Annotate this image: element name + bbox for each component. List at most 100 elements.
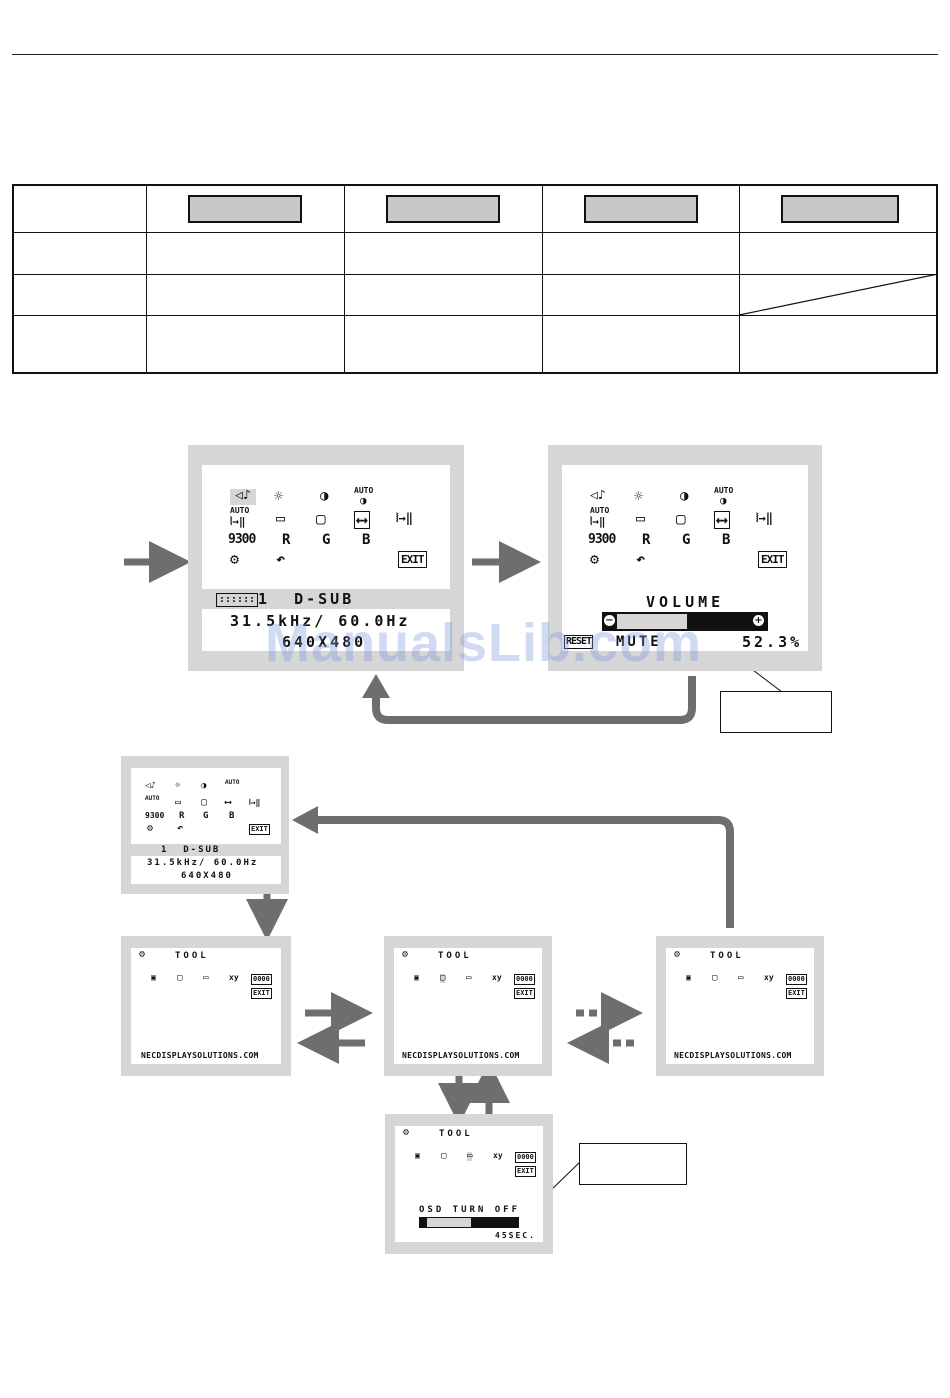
- tool-icon: ⚙: [147, 823, 154, 834]
- red-icon: R: [282, 532, 291, 548]
- exit-icon: EXIT: [515, 1166, 536, 1177]
- blue-icon: B: [722, 532, 731, 548]
- osd-tool-panel-2: ⚙ TOOL ▣ ▢ ▭ xy 0000 EXIT NECDISPLAYSOLU…: [384, 936, 552, 1076]
- input-source: 1 D-SUB: [258, 590, 355, 608]
- tool-icon: ⚙: [139, 949, 146, 960]
- color-temp-icon: 9300: [228, 532, 256, 547]
- contrast-half-icon: ◑: [360, 494, 367, 507]
- callout-box-2: [579, 1143, 687, 1185]
- top-rule: [12, 54, 938, 55]
- contrast-icon: ◑: [320, 488, 329, 504]
- osd-screen: ⚙ TOOL ▣ ▢ ▭ xy 0000 EXIT NECDISPLAYSOLU…: [666, 948, 814, 1064]
- header-button: [781, 195, 899, 223]
- osd-time-bar-fill: [427, 1218, 471, 1227]
- osd-position-icon: ▢: [712, 973, 718, 983]
- info-icon: 0000: [515, 1152, 536, 1163]
- auto-arrow-icon: ⦚→‖: [590, 515, 606, 528]
- info-icon: 0000: [251, 974, 272, 985]
- exit-icon: EXIT: [251, 988, 272, 999]
- left-right-icon: ▭: [175, 797, 182, 808]
- exit-icon: EXIT: [249, 824, 270, 835]
- color-temp-icon: 9300: [145, 811, 165, 820]
- d-sub-connector-icon: ::::::: [216, 593, 259, 607]
- h-size-icon: ▢: [201, 797, 208, 808]
- osd-turnoff-title: OSD TURN OFF: [419, 1205, 521, 1215]
- xy-icon: xy: [493, 1151, 503, 1160]
- osd-screen: ◁♪ ☼ ◑ AUTO AUTO ▭ ▢ ⟷ ⦚→‖ 9300 R G B ⚙ …: [131, 768, 281, 884]
- tool-icon: ⚙: [402, 949, 409, 960]
- reset-label: RESET: [564, 635, 594, 649]
- exit-icon: EXIT: [786, 988, 807, 999]
- green-icon: G: [682, 532, 691, 548]
- blue-icon: B: [229, 811, 235, 821]
- frequency: 31.5kHz/ 60.0Hz: [147, 858, 259, 868]
- watermark: ManualsLib.com: [265, 613, 703, 673]
- contrast-icon: ◑: [201, 781, 207, 791]
- language-icon: ▣: [686, 973, 691, 982]
- volume-icon: ◁♪: [590, 488, 606, 503]
- resolution: 640X480: [181, 871, 233, 881]
- xy-icon: xy: [229, 973, 239, 982]
- blue-icon: B: [362, 532, 371, 548]
- callout-box: [720, 691, 832, 733]
- reset-icon: ↶: [276, 550, 286, 568]
- na-diagonal: [739, 274, 938, 316]
- tool-title: TOOL: [710, 951, 744, 961]
- brightness-icon: ☼: [175, 781, 181, 791]
- osd-screen: ⚙ TOOL ▣ ▢ ▭ xy 0000 EXIT NECDISPLAYSOLU…: [131, 948, 281, 1064]
- input-source: 1 D-SUB: [161, 845, 221, 855]
- xy-icon: xy: [764, 973, 774, 982]
- tool-icon: ⚙: [590, 550, 600, 568]
- osd-time-icon: ▭: [203, 973, 209, 983]
- exit-icon: EXIT: [514, 988, 535, 999]
- volume-bar-fill: [617, 614, 687, 629]
- down-up-icon: ⟷: [354, 511, 370, 529]
- osd-turnoff-panel: ⚙ TOOL ▣ ▢ ▭ xy 0000 EXIT OSD TURN OFF 4…: [385, 1114, 553, 1254]
- col-divider: [739, 186, 740, 372]
- language-icon: ▣: [151, 973, 156, 982]
- fine-icon: ⦚→‖: [396, 511, 413, 525]
- row-divider: [14, 274, 936, 275]
- green-icon: G: [322, 532, 331, 548]
- brightness-icon: ☼: [634, 487, 644, 505]
- input-band: [202, 589, 450, 609]
- mute-label: MUTE: [616, 634, 662, 650]
- brightness-icon: ☼: [274, 487, 284, 505]
- row-divider: [14, 315, 936, 316]
- header-button: [584, 195, 698, 223]
- info-icon: 0000: [786, 974, 807, 985]
- language-icon: ▣: [414, 973, 419, 982]
- auto-contrast-icon: AUTO: [225, 779, 240, 786]
- osd-position-icon: ▢: [177, 973, 183, 983]
- volume-title: VOLUME: [646, 593, 725, 611]
- osd-time-icon: ▭: [467, 1151, 473, 1161]
- osd-volume-panel: ◁♪ ☼ ◑ AUTO ◑ AUTO ⦚→‖ ▭ ▢ ⟷ ⦚→‖ 9300 R …: [548, 445, 822, 671]
- contrast-icon: ◑: [680, 488, 689, 504]
- plus-icon: +: [753, 615, 764, 626]
- red-icon: R: [642, 532, 651, 548]
- auto-adjust-icon: AUTO: [230, 506, 250, 515]
- auto-arrow-icon: ⦚→‖: [230, 515, 246, 528]
- col-divider: [146, 186, 147, 372]
- h-size-icon: ▢: [316, 509, 326, 528]
- url-text: NECDISPLAYSOLUTIONS.COM: [674, 1051, 792, 1060]
- exit-icon: EXIT: [398, 551, 427, 568]
- auto-contrast-icon: AUTO: [714, 486, 734, 495]
- color-temp-icon: 9300: [588, 532, 616, 547]
- url-text: NECDISPLAYSOLUTIONS.COM: [141, 1051, 259, 1060]
- auto-adjust-icon: AUTO: [590, 506, 610, 515]
- osd-position-icon: ▢: [441, 1151, 447, 1161]
- language-icon: ▣: [415, 1151, 420, 1160]
- volume-bar: − +: [602, 612, 768, 631]
- contrast-half-icon: ◑: [720, 494, 727, 507]
- down-up-icon: ⟷: [225, 797, 232, 808]
- frequency: 31.5kHz/ 60.0Hz: [230, 612, 411, 630]
- header-button: [386, 195, 500, 223]
- osd-tool-panel-1: ⚙ TOOL ▣ ▢ ▭ xy 0000 EXIT NECDISPLAYSOLU…: [121, 936, 291, 1076]
- osd-screen: ◁♪ ☼ ◑ AUTO ◑ AUTO ⦚→‖ ▭ ▢ ⟷ ⦚→‖ 9300 R …: [562, 465, 808, 651]
- tool-title: TOOL: [175, 951, 209, 961]
- col-divider: [542, 186, 543, 372]
- auto-adjust-icon: AUTO: [145, 795, 160, 802]
- info-icon: 0000: [514, 974, 535, 985]
